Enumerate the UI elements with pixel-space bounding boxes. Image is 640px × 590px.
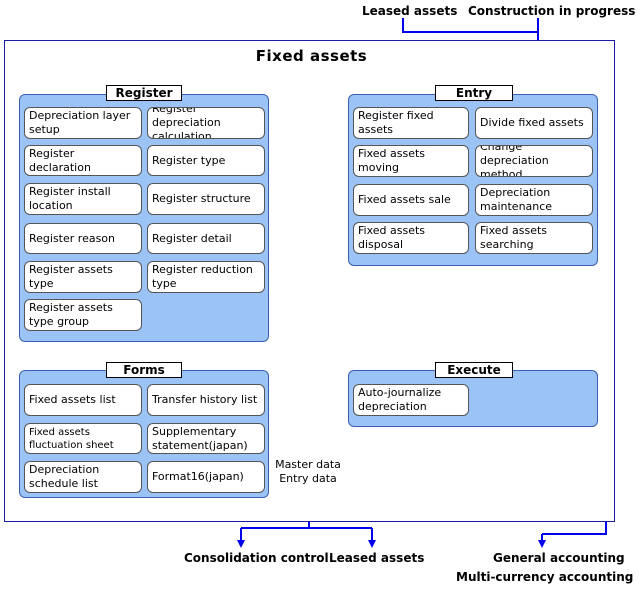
register-item[interactable]: Depreciation layer setup — [24, 107, 142, 139]
output-consolidation-control: Consolidation control — [184, 551, 329, 565]
forms-item[interactable]: Fixed assets list — [24, 384, 142, 416]
register-item[interactable]: Register type — [147, 145, 265, 176]
execute-group-label: Execute — [435, 362, 513, 378]
database-label: Master data Entry data — [272, 458, 344, 486]
register-item[interactable]: Register structure — [147, 183, 265, 215]
database-entry-data: Entry data — [279, 472, 337, 485]
entry-item[interactable]: Register fixed assets — [353, 107, 469, 139]
entry-item[interactable]: Fixed assets searching — [475, 222, 593, 254]
diagram-title: Fixed assets — [255, 47, 368, 65]
execute-item[interactable]: Auto-journalize depreciation — [353, 384, 469, 416]
register-item[interactable]: Register depreciation calculation — [147, 107, 265, 139]
input-construction-in-progress: Construction in progress — [468, 4, 636, 18]
entry-item[interactable]: Change depreciation method — [475, 145, 593, 177]
entry-item[interactable]: Fixed assets moving — [353, 145, 469, 177]
output-leased-assets: Leased assets — [329, 551, 425, 565]
register-item[interactable]: Register detail — [147, 223, 265, 254]
register-item[interactable]: Register reduction type — [147, 261, 265, 293]
entry-group-label: Entry — [435, 85, 513, 101]
entry-item[interactable]: Fixed assets sale — [353, 184, 469, 216]
register-item[interactable]: Register assets type — [24, 261, 142, 293]
register-item[interactable]: Register install location — [24, 183, 142, 215]
forms-item[interactable]: Fixed assets fluctuation sheet — [24, 423, 142, 454]
output-general-accounting: General accounting — [493, 551, 625, 565]
output-multi-currency-accounting: Multi-currency accounting — [456, 570, 634, 584]
register-item[interactable]: Register assets type group — [24, 299, 142, 331]
input-leased-assets: Leased assets — [362, 4, 458, 18]
forms-group-label: Forms — [106, 362, 182, 378]
database-master-data: Master data — [275, 458, 341, 471]
register-item[interactable]: Register reason — [24, 223, 142, 254]
entry-item[interactable]: Depreciation maintenance — [475, 184, 593, 216]
forms-item[interactable]: Supplementary statement(japan) — [147, 423, 265, 454]
register-group-label: Register — [106, 85, 182, 101]
register-item[interactable]: Register declaration — [24, 145, 142, 176]
entry-item[interactable]: Divide fixed assets — [475, 107, 593, 139]
forms-item[interactable]: Format16(japan) — [147, 461, 265, 493]
entry-item[interactable]: Fixed assets disposal — [353, 222, 469, 254]
forms-item[interactable]: Depreciation schedule list — [24, 461, 142, 493]
forms-item[interactable]: Transfer history list — [147, 384, 265, 416]
